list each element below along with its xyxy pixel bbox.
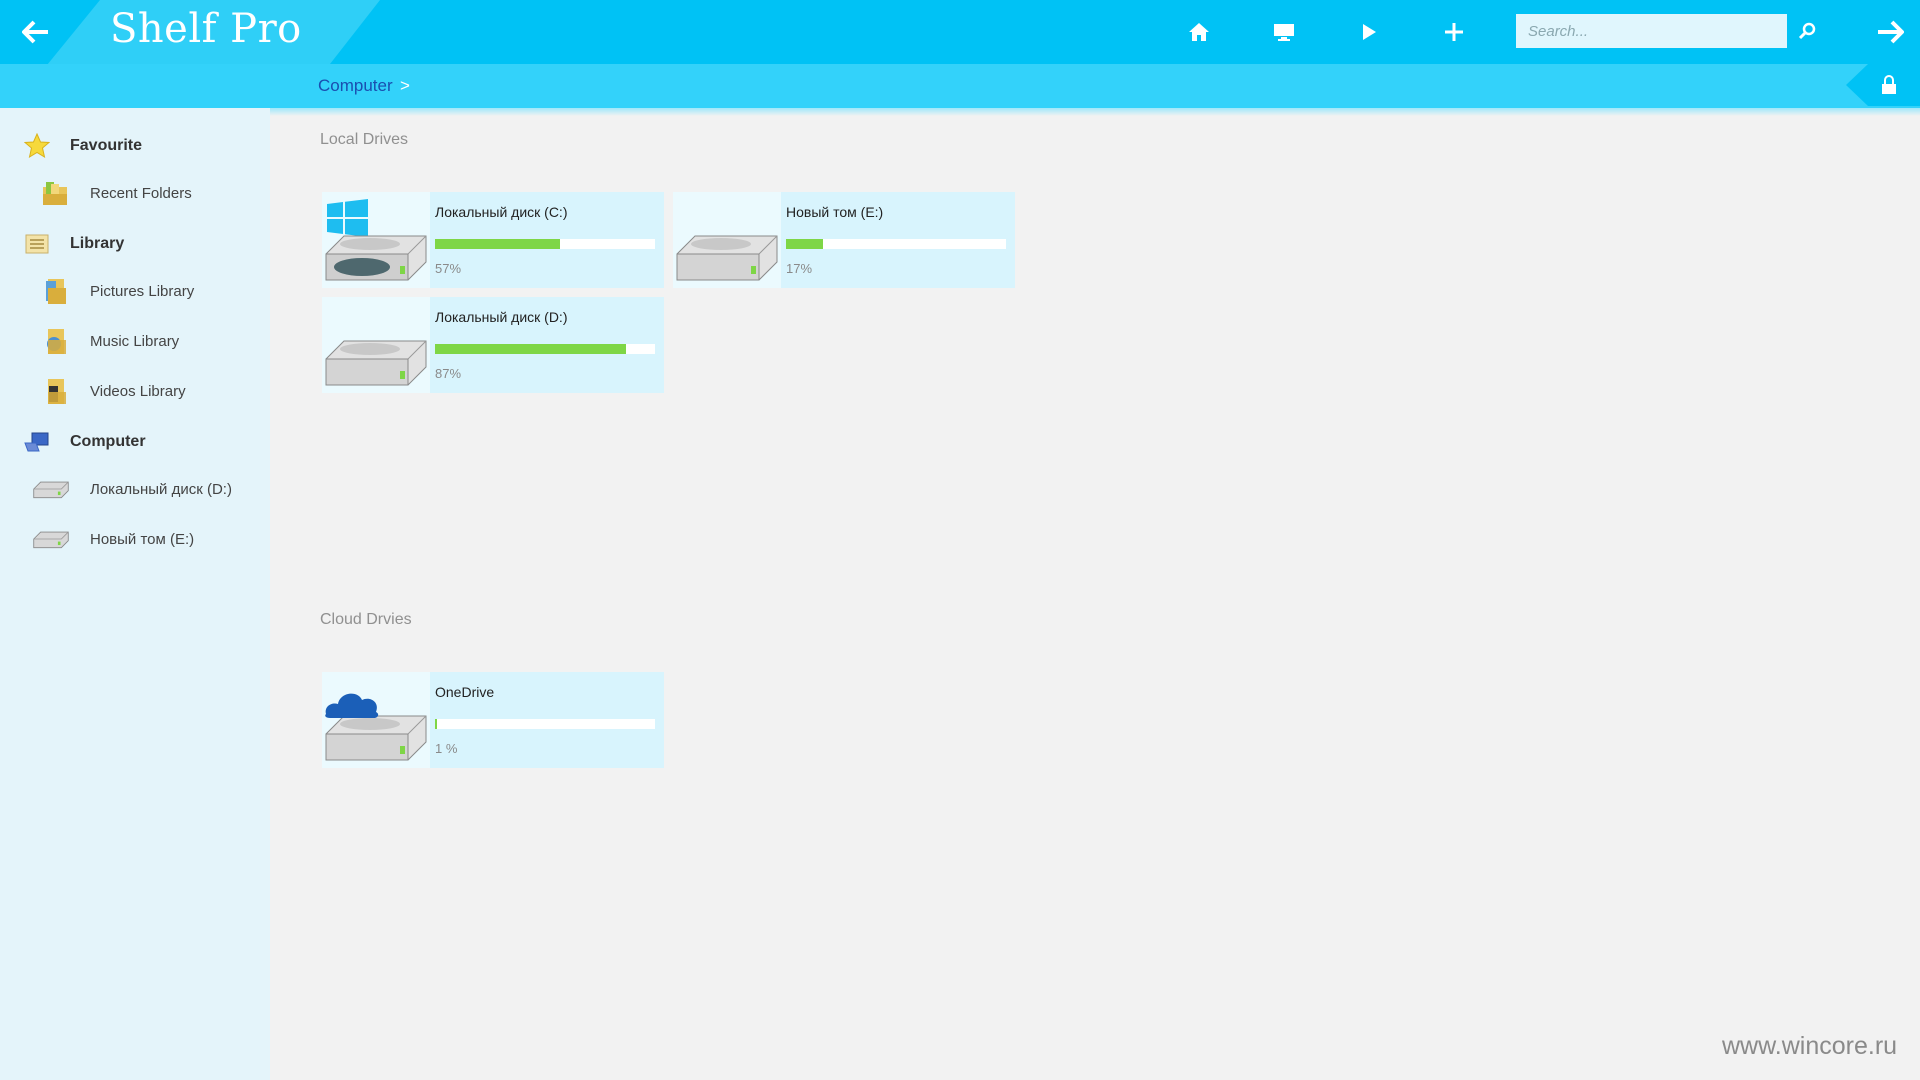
recent-folders-icon	[40, 178, 70, 208]
plus-icon	[1445, 23, 1463, 41]
drive-tile-c[interactable]: Локальный диск (C:) 57%	[322, 192, 664, 288]
sidebar-item-label: Pictures Library	[90, 282, 195, 300]
drive-usage-bar	[435, 719, 655, 729]
top-bar: Shelf Pro	[0, 0, 1920, 108]
hard-drive-icon	[33, 474, 70, 504]
search-button[interactable]	[1792, 14, 1822, 48]
computer-button[interactable]	[1264, 14, 1304, 50]
search-input[interactable]	[1516, 14, 1787, 48]
play-icon	[1363, 24, 1376, 40]
sidebar-item-label: Новый том (E:)	[90, 530, 195, 548]
library-icon	[22, 229, 52, 259]
home-icon	[1189, 23, 1209, 41]
drive-usage-fill	[786, 239, 824, 249]
play-button[interactable]	[1349, 14, 1389, 50]
app-title: Shelf Pro	[110, 6, 302, 52]
back-arrow-icon	[22, 20, 48, 44]
section-title-local-drives: Local Drives	[320, 131, 409, 148]
star-icon	[22, 131, 52, 161]
sidebar-item-videos-library[interactable]: Videos Library	[40, 376, 186, 406]
music-folder-icon	[40, 326, 70, 356]
monitor-icon	[1274, 24, 1294, 41]
onedrive-hard-drive-icon	[322, 672, 430, 768]
sidebar	[0, 108, 270, 1080]
sidebar-item-new-volume-e[interactable]: Новый том (E:)	[33, 524, 195, 554]
drive-tile-onedrive[interactable]: OneDrive 1 %	[322, 672, 664, 768]
back-button[interactable]	[16, 12, 56, 52]
sidebar-item-label: Music Library	[90, 332, 180, 350]
sidebar-group-favourite[interactable]: Favourite	[22, 131, 142, 161]
add-button[interactable]	[1434, 14, 1474, 50]
drive-usage-percent: 17%	[786, 261, 813, 276]
sidebar-group-label: Library	[70, 235, 125, 252]
search-icon	[1798, 22, 1816, 40]
videos-folder-icon	[40, 376, 70, 406]
drive-name: Локальный диск (D:)	[435, 309, 568, 325]
sidebar-group-library[interactable]: Library	[22, 229, 124, 259]
drive-name: Новый том (E:)	[786, 204, 884, 220]
drive-name: Локальный диск (C:)	[435, 204, 568, 220]
drive-usage-bar	[786, 239, 1006, 249]
watermark: www.wincore.ru	[1722, 1032, 1898, 1060]
section-title-cloud-drives: Cloud Drvies	[320, 611, 412, 628]
sidebar-item-recent-folders[interactable]: Recent Folders	[40, 178, 192, 208]
breadcrumb-separator: >	[400, 76, 410, 95]
hard-drive-icon	[673, 192, 781, 288]
sidebar-item-label: Videos Library	[90, 382, 186, 400]
home-button[interactable]	[1179, 14, 1219, 50]
sidebar-item-music-library[interactable]: Music Library	[40, 326, 179, 356]
windows-hard-drive-icon	[322, 192, 430, 288]
sidebar-item-label: Локальный диск (D:)	[90, 480, 232, 498]
hard-drive-icon	[322, 297, 430, 393]
lock-icon	[1882, 75, 1896, 94]
drive-usage-fill	[435, 239, 561, 249]
drive-usage-percent: 1 %	[435, 741, 458, 756]
sidebar-item-local-disk-d[interactable]: Локальный диск (D:)	[33, 474, 232, 504]
lock-button[interactable]	[1876, 71, 1902, 99]
drive-usage-percent: 57%	[435, 261, 462, 276]
drive-tile-e[interactable]: Новый том (E:) 17%	[673, 192, 1015, 288]
breadcrumb-bar	[0, 64, 1920, 116]
forward-button[interactable]	[1870, 12, 1910, 52]
sidebar-item-pictures-library[interactable]: Pictures Library	[40, 276, 194, 306]
drive-usage-bar	[435, 344, 655, 354]
hard-drive-icon	[33, 524, 70, 554]
drive-tile-d[interactable]: Локальный диск (D:) 87%	[322, 297, 664, 393]
sidebar-group-computer[interactable]: Computer	[22, 427, 146, 457]
drive-usage-bar	[435, 239, 655, 249]
pictures-folder-icon	[40, 276, 70, 306]
computer-icon	[22, 427, 52, 457]
sidebar-item-label: Recent Folders	[90, 184, 192, 202]
forward-arrow-icon	[1878, 20, 1904, 44]
drive-name: OneDrive	[435, 684, 495, 700]
drive-usage-fill	[435, 344, 627, 354]
sidebar-group-label: Computer	[70, 433, 146, 450]
breadcrumb-item-computer[interactable]: Computer	[318, 76, 393, 95]
sidebar-group-label: Favourite	[70, 137, 143, 154]
drive-usage-percent: 87%	[435, 366, 462, 381]
drive-usage-fill	[435, 719, 437, 729]
breadcrumb-shadow	[0, 108, 1920, 116]
